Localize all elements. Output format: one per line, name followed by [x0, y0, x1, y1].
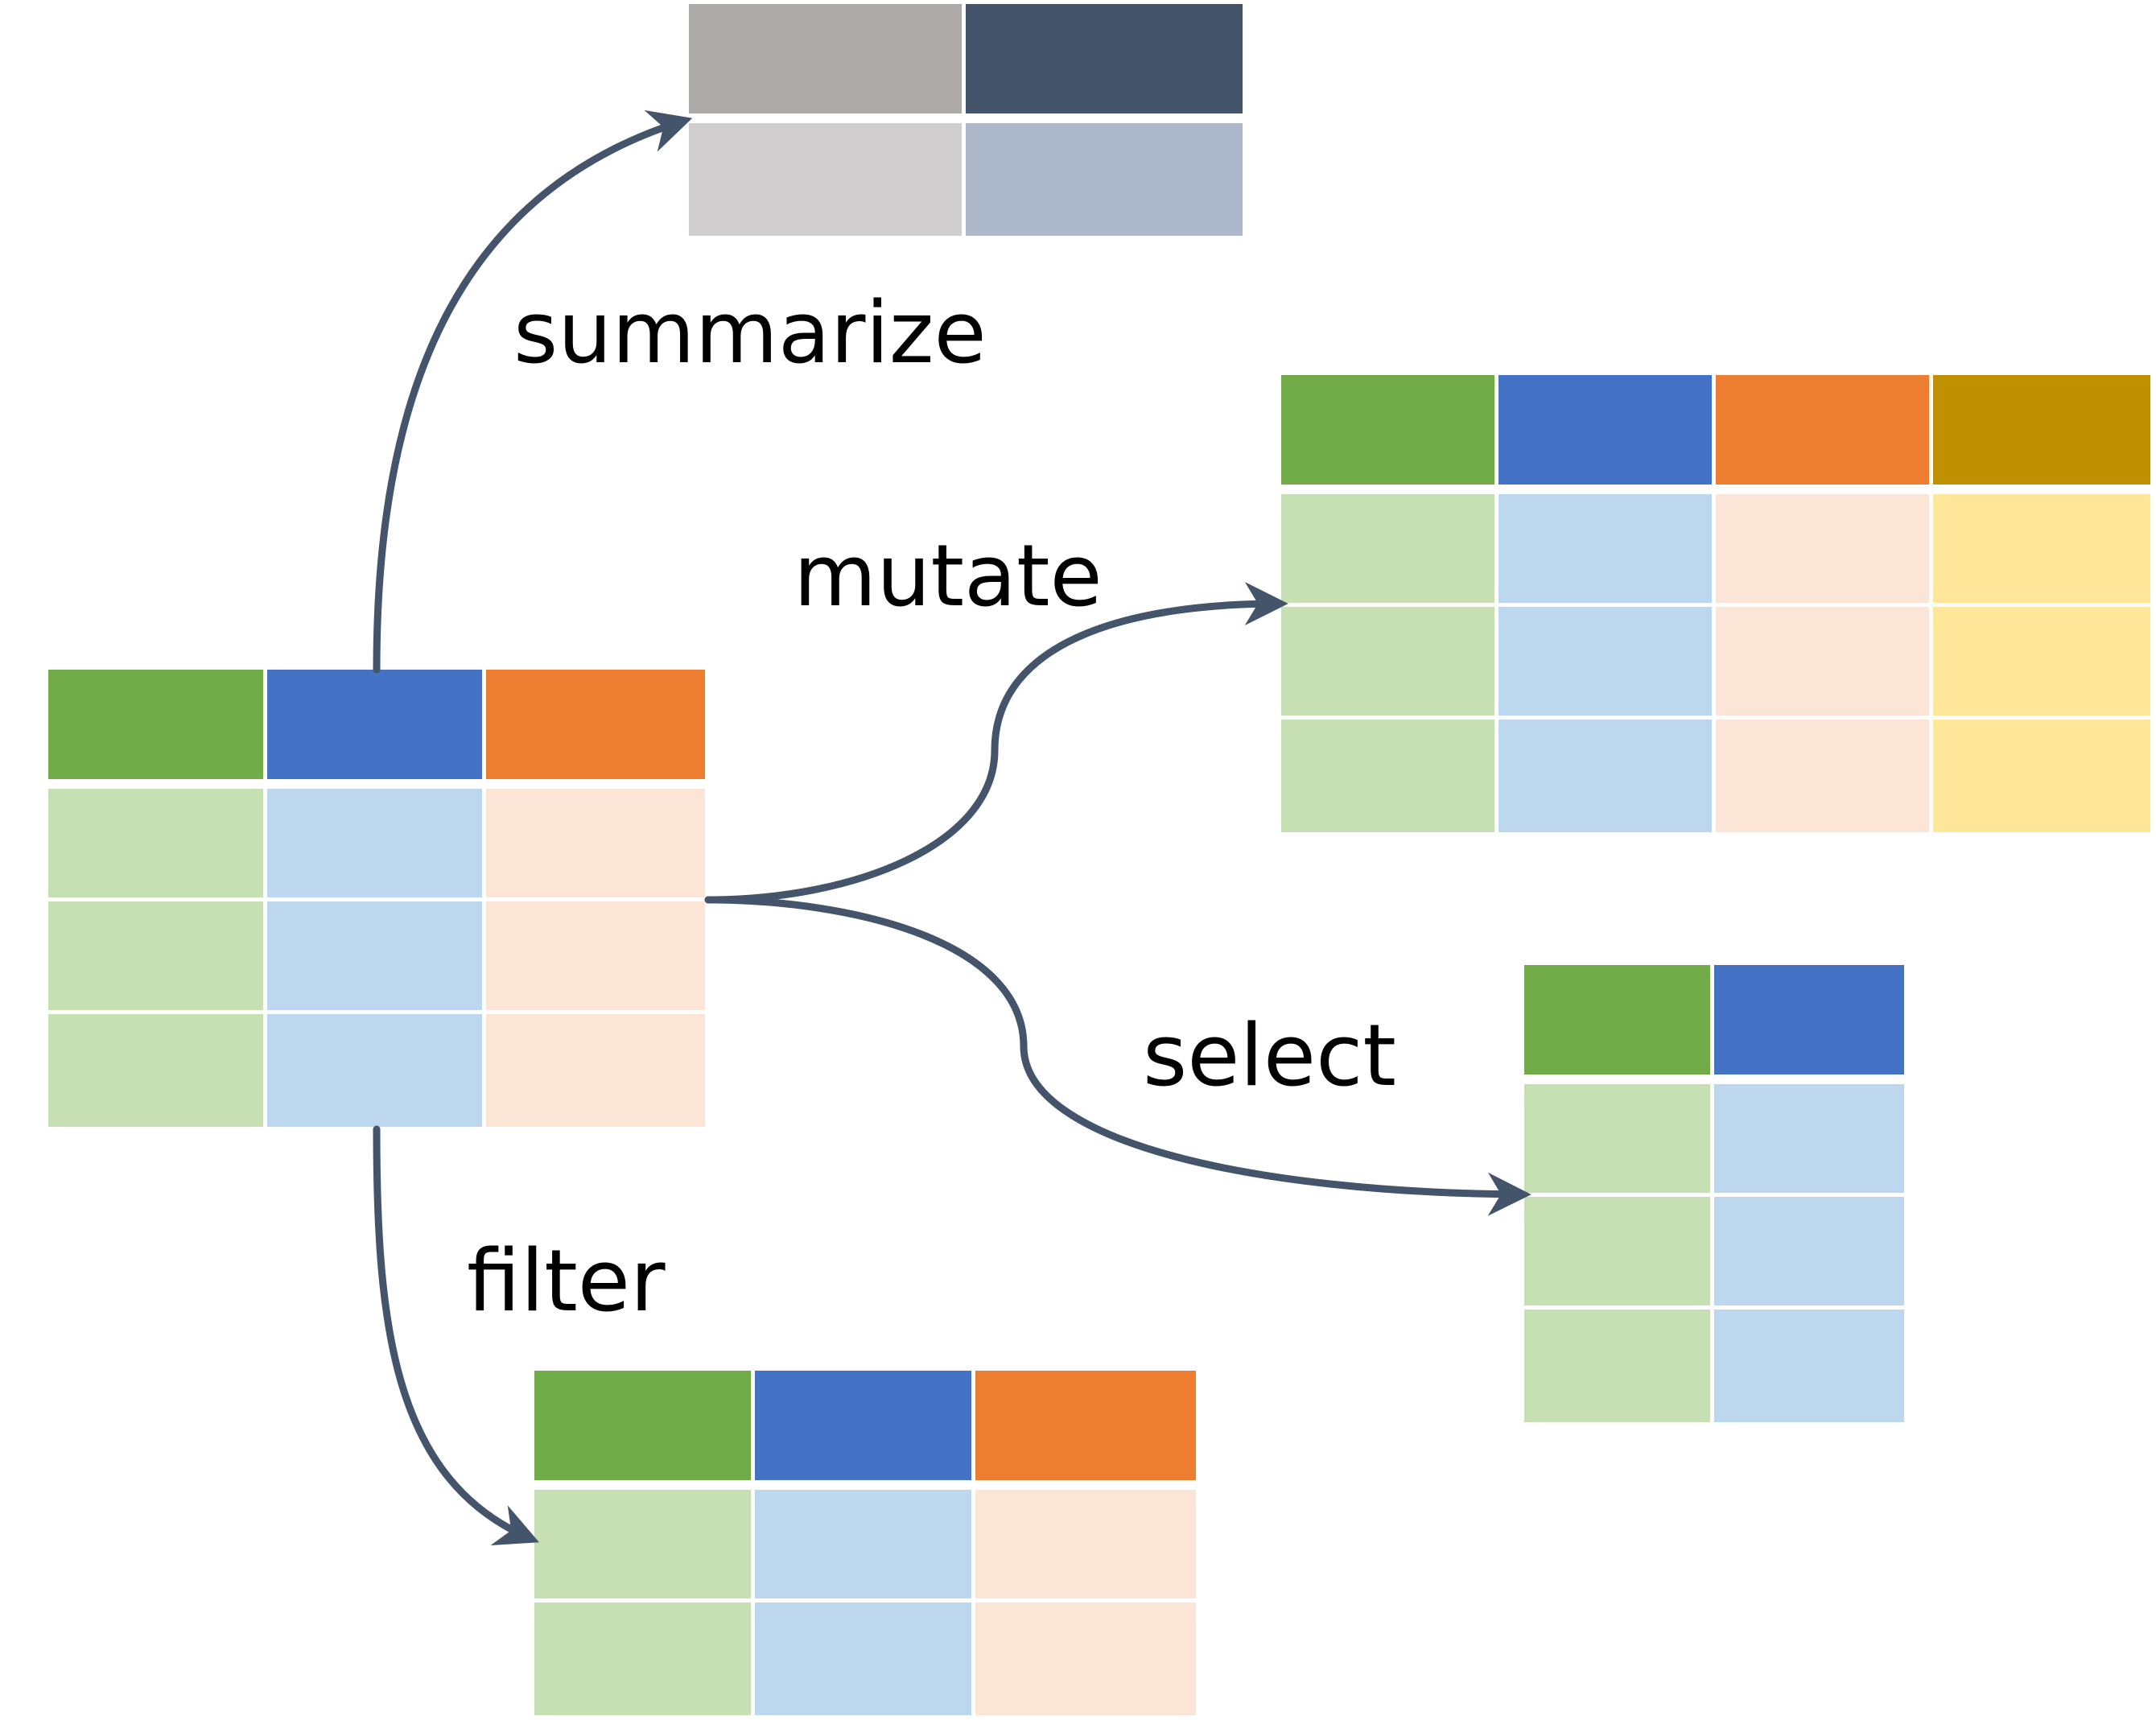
mutate-result-table: [1281, 375, 2150, 832]
mutate-arrow: [704, 582, 1288, 904]
mutate-body-cell: [1281, 720, 1494, 832]
filter-header-cell: [975, 1371, 1196, 1480]
select-body-cell: [1524, 1084, 1710, 1193]
mutate-body-cell: [1498, 720, 1712, 832]
select-header-cell: [1714, 965, 1904, 1074]
filter-body-cell: [975, 1602, 1196, 1715]
select-body-cell: [1714, 1084, 1904, 1193]
source-body-cell: [486, 901, 705, 1010]
source-body-cell: [267, 789, 482, 897]
mutate-body-cell: [1716, 494, 1929, 603]
mutate-label: mutate: [794, 526, 1103, 625]
source-body-cell: [267, 1014, 482, 1127]
arrows: [373, 110, 1531, 1545]
summarize-arrow: [373, 110, 693, 674]
filter-label: filter: [467, 1231, 666, 1330]
mutate-body-cell: [1933, 607, 2150, 716]
mutate-header-cell: [1716, 375, 1929, 485]
summarize-header-cell: [966, 4, 1243, 113]
filter-arrow: [373, 1125, 539, 1545]
mutate-body-cell: [1281, 607, 1494, 716]
select-body-cell: [1524, 1310, 1710, 1422]
select-header-cell: [1524, 965, 1710, 1074]
filter-header-cell: [534, 1371, 751, 1480]
select-body-cell: [1524, 1197, 1710, 1305]
mutate-header-cell: [1281, 375, 1494, 485]
summarize-label: summarize: [513, 283, 987, 382]
filter-body-cell: [534, 1490, 751, 1598]
summarize-body-cell: [966, 123, 1243, 236]
mutate-body-cell: [1498, 607, 1712, 716]
mutate-body-cell: [1716, 720, 1929, 832]
mutate-body-cell: [1933, 720, 2150, 832]
source-body-cell: [486, 1014, 705, 1127]
mutate-header-cell: [1498, 375, 1712, 485]
source-body-cell: [48, 1014, 263, 1127]
summarize-header-cell: [689, 4, 962, 113]
source-header-cell: [267, 670, 482, 779]
source-body-cell: [486, 789, 705, 897]
mutate-body-cell: [1933, 494, 2150, 603]
select-body-cell: [1714, 1197, 1904, 1305]
select-result-table: [1524, 965, 1904, 1422]
mutate-body-cell: [1281, 494, 1494, 603]
mutate-header-cell: [1933, 375, 2150, 485]
filter-body-cell: [975, 1490, 1196, 1598]
source-table: [48, 670, 705, 1127]
source-header-cell: [486, 670, 705, 779]
filter-header-cell: [755, 1371, 971, 1480]
select-arrow: [704, 896, 1531, 1216]
source-body-cell: [267, 901, 482, 1010]
source-body-cell: [48, 789, 263, 897]
select-label: select: [1143, 1006, 1396, 1105]
summarize-result-table: [689, 4, 1243, 236]
mutate-body-cell: [1498, 494, 1712, 603]
source-header-cell: [48, 670, 263, 779]
filter-body-cell: [534, 1602, 751, 1715]
mutate-body-cell: [1716, 607, 1929, 716]
summarize-body-cell: [689, 123, 962, 236]
select-body-cell: [1714, 1310, 1904, 1422]
source-body-cell: [48, 901, 263, 1010]
filter-result-table: [534, 1371, 1196, 1715]
filter-body-cell: [755, 1602, 971, 1715]
filter-body-cell: [755, 1490, 971, 1598]
